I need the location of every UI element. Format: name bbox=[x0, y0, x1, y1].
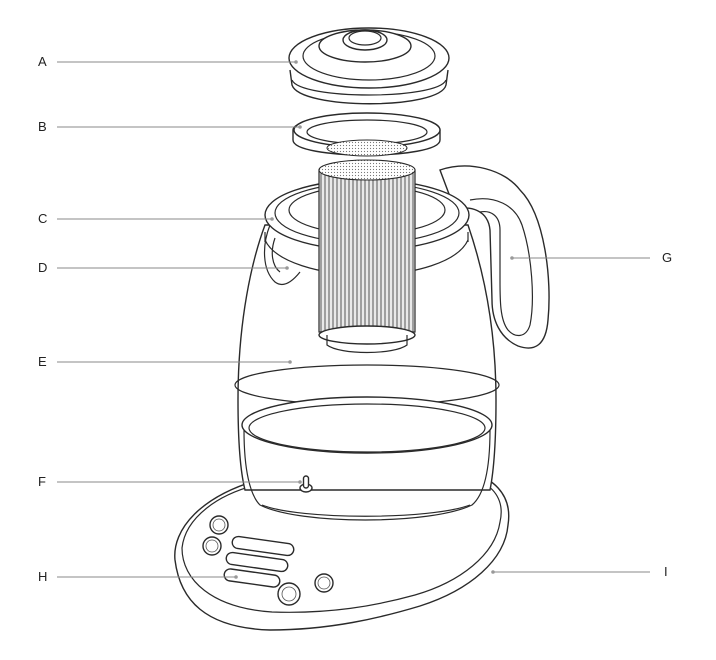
glass-jug bbox=[234, 224, 500, 521]
temperature-sensor bbox=[299, 475, 313, 493]
callout-G: G bbox=[510, 250, 672, 265]
callout-B: B bbox=[38, 119, 302, 134]
label-H: H bbox=[38, 569, 47, 584]
base-button-3[interactable] bbox=[277, 582, 301, 606]
callout-E: E bbox=[38, 354, 292, 369]
label-D: D bbox=[38, 260, 47, 275]
callout-C: C bbox=[38, 211, 274, 226]
base-display-1 bbox=[231, 535, 295, 557]
filter-ring bbox=[292, 112, 441, 157]
base-display-2 bbox=[225, 551, 289, 573]
callout-F: F bbox=[38, 474, 302, 489]
label-F: F bbox=[38, 474, 46, 489]
callout-A: A bbox=[38, 54, 298, 69]
label-C: C bbox=[38, 211, 47, 226]
label-E: E bbox=[38, 354, 47, 369]
label-I: I bbox=[664, 564, 668, 579]
kettle-base bbox=[174, 467, 510, 631]
base-display-3 bbox=[223, 568, 281, 588]
callout-H: H bbox=[38, 569, 238, 584]
callout-I: I bbox=[491, 564, 668, 579]
label-G: G bbox=[662, 250, 672, 265]
control-panel bbox=[202, 515, 334, 606]
kettle-handle bbox=[439, 165, 550, 349]
lid bbox=[288, 27, 450, 105]
label-B: B bbox=[38, 119, 47, 134]
tea-filter bbox=[318, 159, 416, 354]
callout-D: D bbox=[38, 260, 289, 275]
label-A: A bbox=[38, 54, 47, 69]
